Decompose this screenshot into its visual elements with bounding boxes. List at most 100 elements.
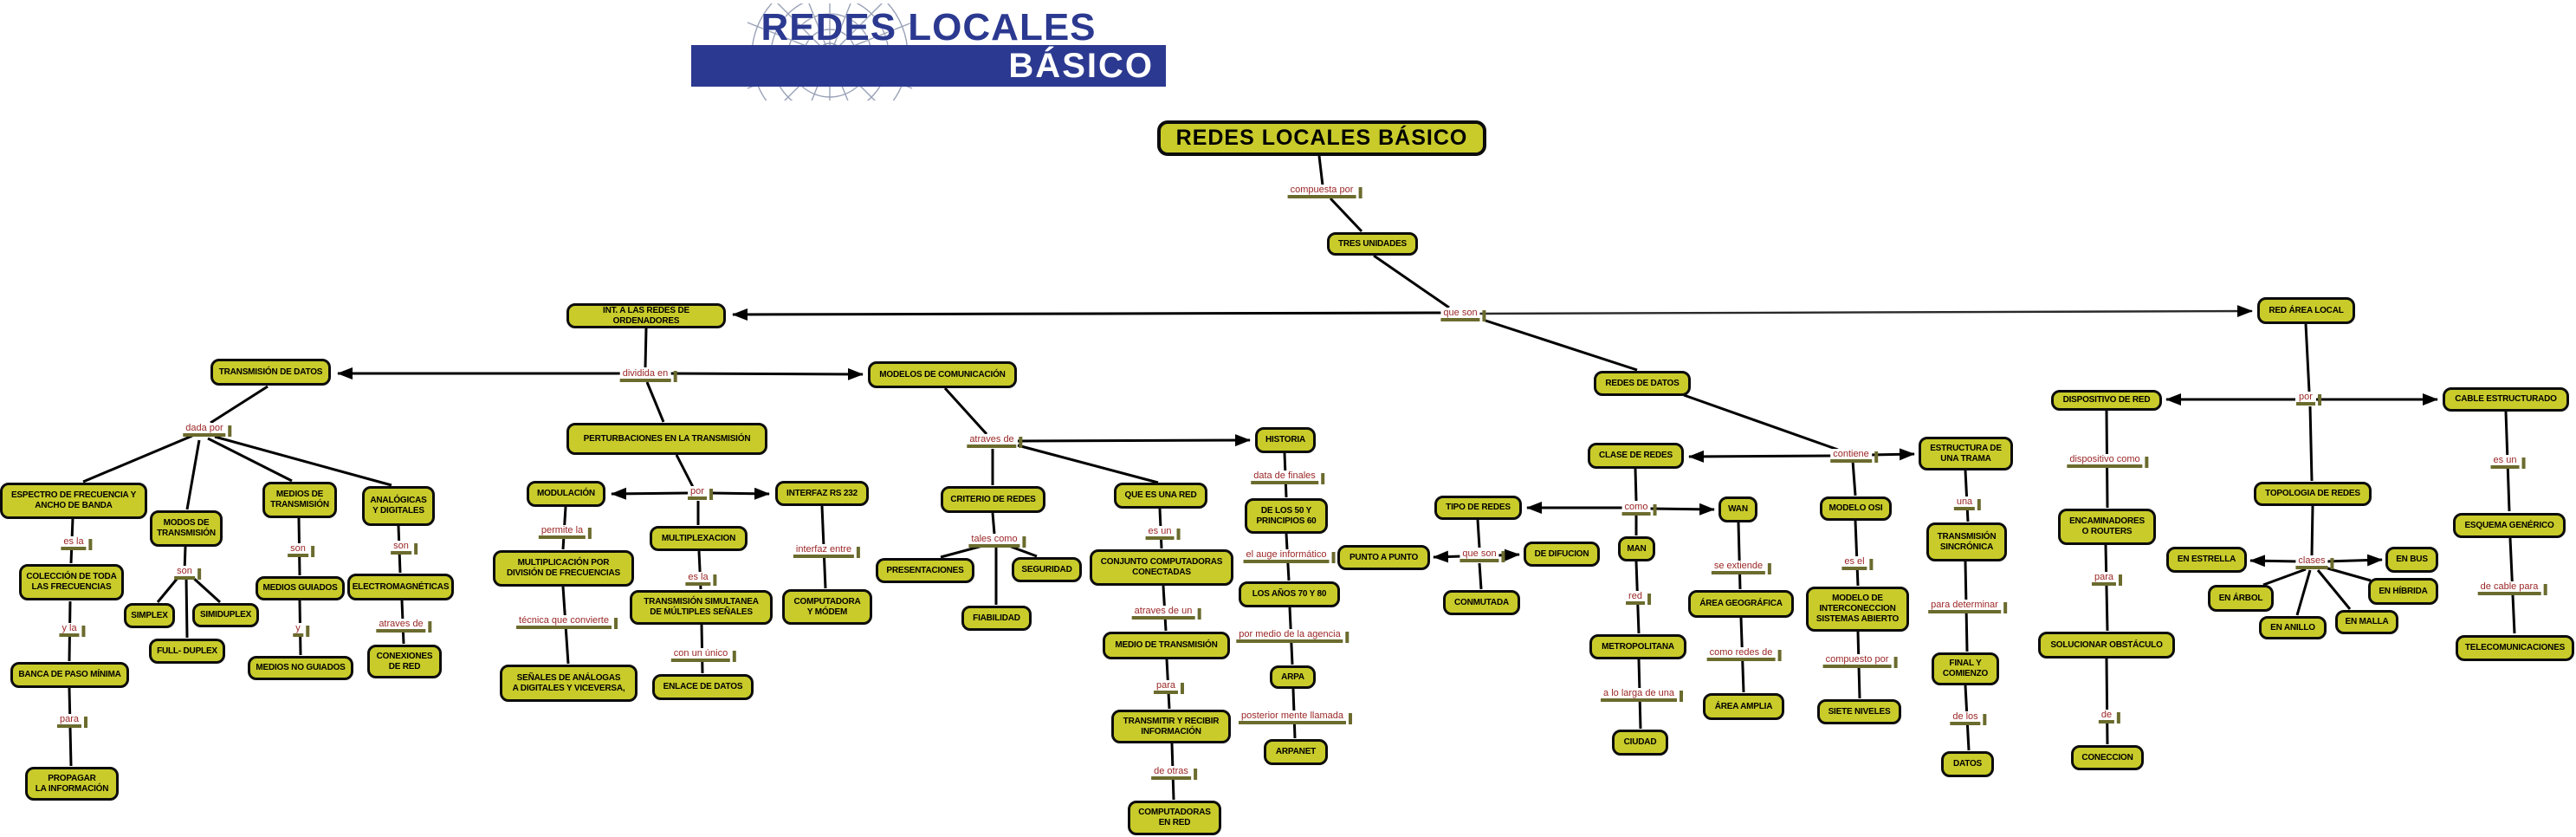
node-arpa[interactable]: ARPA [1270, 665, 1316, 689]
node-punto-a-punto[interactable]: PUNTO A PUNTO [1337, 545, 1430, 570]
edge-label-contiene: contiene [1830, 449, 1878, 464]
node-man[interactable]: MAN [1618, 536, 1655, 561]
edge-label-por-2: por [2296, 392, 2321, 406]
node-esquema-generico[interactable]: ESQUEMA GENÉRICO [2453, 513, 2566, 538]
edge-label-es-la-2: es la [685, 572, 717, 587]
edge-label-que-son: que son [1440, 308, 1486, 322]
node-presentaciones[interactable]: PRESENTACIONES [876, 558, 974, 583]
edge-label-y: y [293, 623, 308, 638]
node-simiduplex[interactable]: SIMIDUPLEX [192, 603, 259, 627]
edge-label-dispositivo-como: dispositivo como [2067, 454, 2150, 469]
node-transmision-de-datos[interactable]: TRANSMISIÓN DE DATOS [210, 359, 331, 386]
node-siete-niveles[interactable]: SIETE NIVELES [1817, 699, 1901, 724]
edge-label-que-son-2: que son [1460, 548, 1505, 563]
node-conjunto-computadoras[interactable]: CONJUNTO COMPUTADORAS CONECTADAS [1090, 549, 1233, 586]
node-solucionar-obstaculo[interactable]: SOLUCIONAR OBSTÁCULO [2038, 632, 2175, 659]
node-los-anos-70-80[interactable]: LOS AÑOS 70 Y 80 [1239, 581, 1340, 607]
node-metropolitana[interactable]: METROPOLITANA [1589, 634, 1686, 659]
node-perturbaciones[interactable]: PERTURBACIONES EN LA TRANSMISIÓN [566, 423, 767, 455]
edge-label-compuesto-por: compuesto por [1822, 654, 1898, 669]
node-en-anillo[interactable]: EN ANILLO [2259, 616, 2327, 639]
edge-label-con-un-unico: con un único [670, 648, 737, 663]
edge-label-el-auge: el auge informático [1243, 549, 1336, 564]
node-analogicas-digitales[interactable]: ANALÓGICAS Y DIGITALES [362, 486, 435, 526]
edge-label-por: por [688, 486, 713, 501]
node-banca-paso-minima[interactable]: BANCA DE PASO MÍNIMA [10, 662, 129, 688]
node-criterio-de-redes[interactable]: CRITERIO DE REDES [941, 486, 1045, 513]
edge-label-a-lo-larga: a lo larga de una [1601, 688, 1683, 703]
node-medios-transmision[interactable]: MEDIOS DE TRANSMISIÓN [262, 482, 337, 518]
node-wan[interactable]: WAN [1718, 496, 1757, 522]
edge-label-tecnica-que-convierte: técnica que convierte [516, 615, 618, 630]
node-area-amplia[interactable]: ÁREA AMPLIA [1703, 693, 1784, 720]
node-int-redes-ordenadores[interactable]: INT. A LAS REDES DE ORDENADORES [566, 303, 726, 328]
node-modulacion[interactable]: MODULACIÓN [527, 481, 605, 507]
node-red-area-local[interactable]: RED ÁREA LOCAL [2257, 297, 2355, 324]
node-modos-transmision[interactable]: MODOS DE TRANSMISIÓN [150, 510, 223, 547]
node-modelos-de-comunicacion[interactable]: MODELOS DE COMUNICACIÓN [868, 361, 1017, 388]
node-telecomunicaciones[interactable]: TELECOMUNICACIONES [2456, 635, 2574, 661]
node-multiplexacion[interactable]: MULTIPLEXACION [650, 526, 748, 551]
node-medio-de-transmision[interactable]: MEDIO DE TRANSMISIÓN [1103, 632, 1230, 659]
edge-label-permite-la: permite la [538, 525, 592, 540]
edge-label-es-un: es un [1145, 526, 1181, 541]
node-tres-unidades[interactable]: TRES UNIDADES [1327, 232, 1418, 256]
node-coleccion-frecuencias[interactable]: COLECCIÓN DE TODA LAS FRECUENCIAS [19, 564, 124, 600]
edge-label-de-otras: de otras [1151, 766, 1197, 781]
node-fiabilidad[interactable]: FIABILIDAD [961, 606, 1032, 631]
node-clase-de-redes[interactable]: CLASE DE REDES [1588, 443, 1684, 469]
edge-label-atraves-de-2: atraves de [967, 434, 1024, 449]
logo-title: REDES LOCALES [761, 6, 1097, 49]
node-topologia-de-redes[interactable]: TOPOLOGIA DE REDES [2254, 482, 2372, 506]
node-tipo-de-redes[interactable]: TIPO DE REDES [1434, 496, 1522, 520]
node-estructura-trama[interactable]: ESTRUCTURA DE UNA TRAMA [1919, 437, 2013, 470]
node-de-los-50[interactable]: DE LOS 50 Y PRINCIPIOS 60 [1245, 498, 1328, 534]
node-interfaz-rs232[interactable]: INTERFAZ RS 232 [775, 481, 869, 506]
edge-label-dada-por: dada por [183, 423, 233, 438]
node-en-hibrida[interactable]: EN HÍBRIDA [2368, 578, 2438, 605]
node-redes-locales-basico[interactable]: REDES LOCALES BÁSICO [1157, 120, 1486, 156]
node-en-bus[interactable]: EN BUS [2385, 547, 2438, 573]
node-redes-de-datos[interactable]: REDES DE DATOS [1594, 371, 1691, 396]
edge-label-dividida-en: dividida en [619, 368, 676, 383]
node-transmitir-recibir[interactable]: TRANSMITIR Y RECIBIR INFORMACIÓN [1111, 710, 1231, 743]
node-multiplicacion-division[interactable]: MULTIPLICACIÓN POR DIVISIÓN DE FRECUENCI… [493, 550, 634, 587]
node-enlace-de-datos[interactable]: ENLACE DE DATOS [652, 674, 754, 700]
node-encaminadores-routers[interactable]: ENCAMINADORES O ROUTERS [2058, 509, 2156, 545]
node-en-estrella[interactable]: EN ESTRELLA [2166, 547, 2247, 573]
edge-label-para-determinar: para determinar [1928, 600, 2007, 614]
node-area-geografica[interactable]: ÁREA GEOGRÁFICA [1688, 590, 1794, 618]
node-espectro-frecuencia[interactable]: ESPECTRO DE FRECUENCIA Y ANCHO DE BANDA [0, 483, 147, 519]
node-computadoras-en-red[interactable]: COMPUTADORAS EN RED [1128, 801, 1221, 835]
node-senales-analogas[interactable]: SEÑALES DE ANÁLOGAS A DIGITALES Y VICEVE… [500, 665, 638, 702]
node-full-duplex[interactable]: FULL- DUPLEX [149, 639, 225, 664]
node-en-malla[interactable]: EN MALLA [2335, 610, 2398, 634]
edge-label-tales-como: tales como [968, 534, 1026, 548]
node-historia[interactable]: HISTORIA [1255, 427, 1316, 453]
node-transmision-simultanea[interactable]: TRANSMISIÓN SIMULTANEA DE MÚLTIPLES SEÑA… [630, 590, 773, 625]
node-que-es-una-red[interactable]: QUE ES UNA RED [1114, 483, 1207, 509]
node-computadora-modem[interactable]: COMPUTADORA Y MÓDEM [782, 589, 872, 625]
node-conexiones-de-red[interactable]: CONEXIONES DE RED [367, 645, 442, 678]
node-en-arbol[interactable]: EN ÁRBOL [2208, 585, 2274, 612]
node-final-y-comienzo[interactable]: FINAL Y COMIENZO [1932, 652, 1999, 685]
edge-label-son-analogicas: son [391, 541, 417, 555]
node-de-difucion[interactable]: DE DIFUCION [1524, 542, 1600, 567]
node-coneccion[interactable]: CONECCION [2071, 745, 2144, 770]
node-cable-estructurado[interactable]: CABLE ESTRUCTURADO [2443, 387, 2569, 412]
node-dispositivo-de-red[interactable]: DISPOSITIVO DE RED [2051, 390, 2162, 411]
node-datos[interactable]: DATOS [1941, 751, 1994, 777]
node-medios-guiados[interactable]: MEDIOS GUIADOS [256, 576, 345, 600]
node-modelo-osi[interactable]: MODELO OSI [1820, 496, 1892, 521]
node-arpanet[interactable]: ARPANET [1264, 739, 1328, 765]
node-modelo-interconeccion[interactable]: MODELO DE INTERCONECCION SISTEMAS ABIERT… [1806, 587, 1909, 632]
edge-label-atraves-de: atraves de [376, 619, 433, 633]
node-simplex[interactable]: SIMPLEX [124, 603, 175, 628]
node-medios-no-guiados[interactable]: MEDIOS NO GUIADOS [248, 656, 353, 680]
node-ciudad[interactable]: CIUDAD [1612, 730, 1668, 756]
node-transmision-sincronica[interactable]: TRANSMISIÓN SINCRÓNICA [1926, 522, 2007, 561]
node-seguridad[interactable]: SEGURIDAD [1012, 557, 1082, 582]
node-electromagneticas[interactable]: ELECTROMAGNÉTICAS [347, 574, 454, 600]
node-propagar-informacion[interactable]: PROPAGAR LA INFORMACIÓN [25, 767, 119, 801]
node-conmutada[interactable]: CONMUTADA [1443, 590, 1520, 615]
